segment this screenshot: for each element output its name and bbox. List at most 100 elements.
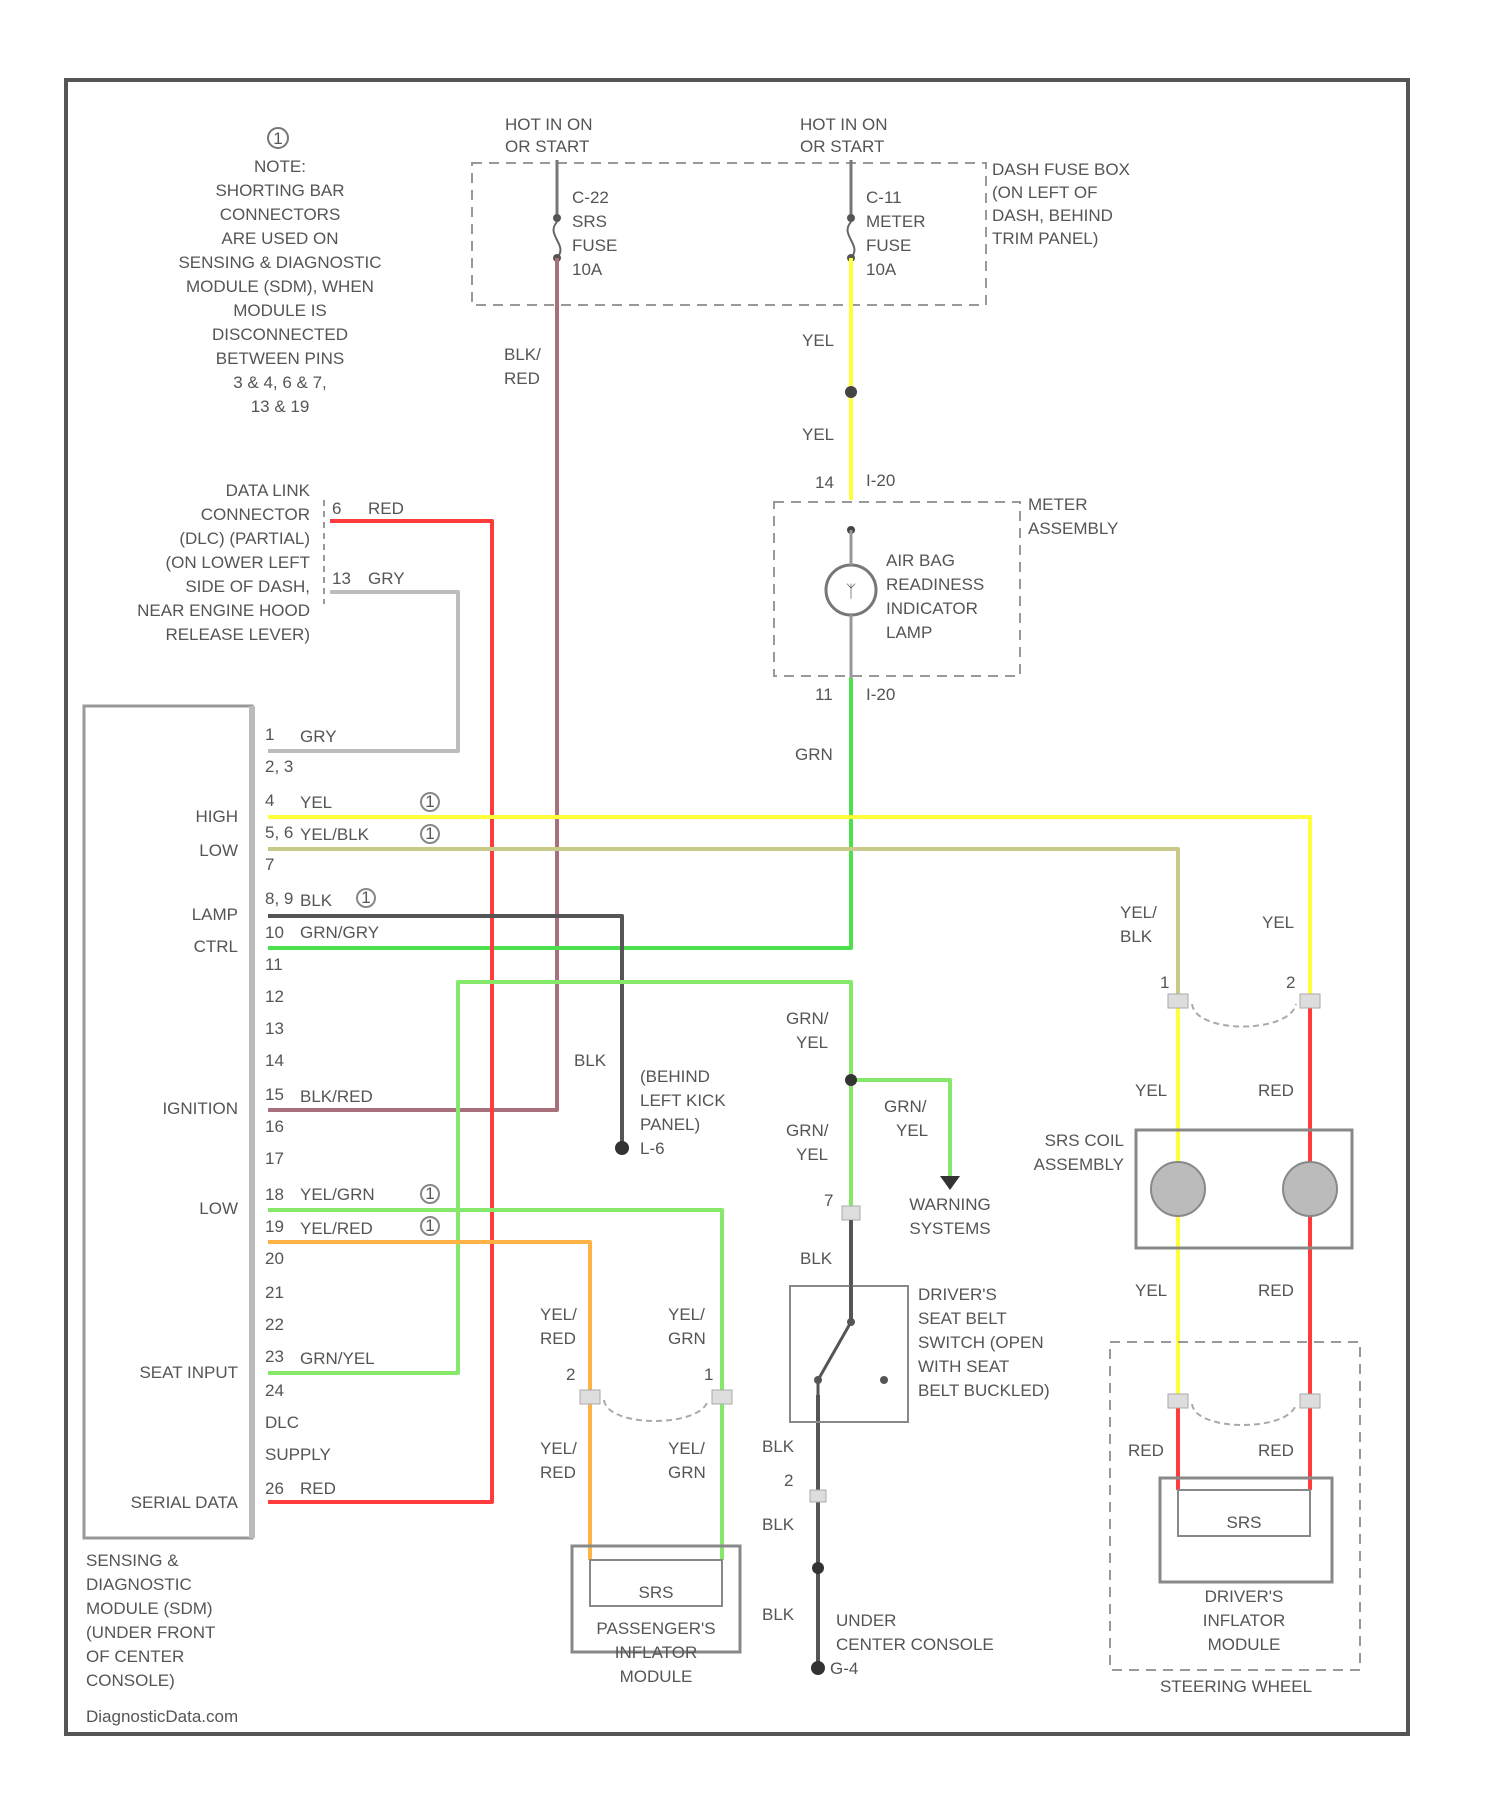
- wire-label: YEL: [1135, 1081, 1167, 1100]
- wire-label: GRN: [795, 745, 833, 764]
- fuse-label: FUSE: [572, 236, 617, 255]
- sdm-function-label: SEAT INPUT: [139, 1363, 238, 1382]
- splice-dot: [812, 1562, 824, 1574]
- coil-label: SRS COIL: [1045, 1131, 1124, 1150]
- coil-plug-icon: [1192, 1004, 1296, 1027]
- note-line: SHORTING BAR: [215, 181, 344, 200]
- hot-label: HOT IN ON: [800, 115, 888, 134]
- drv-connector: [1168, 1394, 1188, 1408]
- ground-center-console: UNDER CENTER CONSOLE G-4: [811, 1610, 994, 1678]
- ground-label: UNDER: [836, 1611, 896, 1630]
- sdm-pin: 21: [265, 1283, 284, 1302]
- wire-label: RED: [1258, 1281, 1294, 1300]
- wire-blk-ground: [268, 916, 622, 1148]
- fuse-label: FUSE: [866, 236, 911, 255]
- sdm-pin: 5, 6: [265, 823, 293, 842]
- note-marker-text: 1: [425, 1216, 434, 1235]
- fuse-box-label: DASH FUSE BOX: [992, 160, 1130, 179]
- wire-label: RED: [368, 499, 404, 518]
- wire-label: YEL: [802, 425, 834, 444]
- sdm-pin: 18: [265, 1185, 284, 1204]
- dash-fuse-box: HOT IN ON OR START HOT IN ON OR START C-…: [472, 115, 1130, 305]
- sdm-pin: 12: [265, 987, 284, 1006]
- note-marker-text: 1: [425, 792, 434, 811]
- switch-contact: [880, 1376, 888, 1384]
- sdm-function-label: HIGH: [196, 807, 239, 826]
- wire-label: BLK: [762, 1515, 795, 1534]
- drv-plug-icon: [1192, 1404, 1296, 1425]
- pin-wire-color: YEL/GRN: [300, 1185, 375, 1204]
- pin-label: 13: [332, 569, 351, 588]
- dlc-block: DATA LINK CONNECTOR (DLC) (PARTIAL) (ON …: [137, 481, 324, 644]
- dlc-label: DATA LINK: [226, 481, 311, 500]
- wire-label: RED: [540, 1463, 576, 1482]
- sdm-pin: 2, 3: [265, 757, 293, 776]
- connector-label: I-20: [866, 471, 895, 490]
- coil-icon: [1151, 1162, 1205, 1216]
- sdm-function-label: IGNITION: [162, 1099, 238, 1118]
- splice-dot: [845, 386, 857, 398]
- pin-label: 2: [784, 1471, 793, 1490]
- sdm-note-markers: 1 1 1 1 1: [357, 792, 439, 1235]
- note-line: 3 & 4, 6 & 7,: [233, 373, 327, 392]
- arrow-down-icon: [940, 1176, 960, 1190]
- wire-label: RED: [1258, 1081, 1294, 1100]
- sdm-pin: 24: [265, 1381, 284, 1400]
- wire-yel-blk-low: [268, 849, 1178, 1000]
- fuse-left-icon: [554, 222, 561, 258]
- wire-label: GRN: [668, 1463, 706, 1482]
- connector-label: I-20: [866, 685, 895, 704]
- pass-connector: [580, 1390, 600, 1404]
- switch-label: DRIVER'S: [918, 1285, 997, 1304]
- sdm-pin: 1: [265, 725, 274, 744]
- hot-label: OR START: [505, 137, 589, 156]
- switch-label: SWITCH (OPEN: [918, 1333, 1044, 1352]
- fuse-label: 10A: [572, 260, 603, 279]
- pass-inflator-label: PASSENGER'S: [596, 1619, 715, 1638]
- wire-label: GRN: [668, 1329, 706, 1348]
- passenger-inflator: SRS PASSENGER'S INFLATOR MODULE: [572, 1390, 740, 1686]
- note-line: MODULE IS: [233, 301, 327, 320]
- wire-label: BLK: [1120, 927, 1153, 946]
- drv-inflator-label: MODULE: [1208, 1635, 1281, 1654]
- note-line: NOTE:: [254, 157, 306, 176]
- pin-label: 7: [824, 1191, 833, 1210]
- dlc-label: SIDE OF DASH,: [185, 577, 310, 596]
- connector-pin: [810, 1490, 826, 1502]
- warning-label: SYSTEMS: [909, 1219, 990, 1238]
- sdm-pin: 26: [265, 1479, 284, 1498]
- steering-wheel-group: SRS DRIVER'S INFLATOR MODULE STEERING WH…: [1110, 1342, 1360, 1696]
- sdm-pin: 17: [265, 1149, 284, 1168]
- watermark: DiagnosticData.com: [86, 1707, 238, 1726]
- splice-dot: [845, 1074, 857, 1086]
- ground-label: PANEL): [640, 1115, 700, 1134]
- wire-label: BLK: [800, 1249, 833, 1268]
- note-line: CONNECTORS: [220, 205, 341, 224]
- wire-label: YEL/: [540, 1305, 577, 1324]
- meter-label: METER: [1028, 495, 1088, 514]
- wire-label: GRN/: [786, 1009, 829, 1028]
- wire-label: BLK: [762, 1437, 795, 1456]
- sdm-pin: 14: [265, 1051, 284, 1070]
- sdm-pin: 10: [265, 923, 284, 942]
- pin-wire-color: RED: [300, 1479, 336, 1498]
- sdm-caption-line: MODULE (SDM): [86, 1599, 213, 1618]
- warning-label: WARNING: [909, 1195, 991, 1214]
- fuse-box-label: DASH, BEHIND: [992, 206, 1113, 225]
- fuse-box-label: TRIM PANEL): [992, 229, 1098, 248]
- switch-label: SEAT BELT: [918, 1309, 1007, 1328]
- sdm-caption-line: DIAGNOSTIC: [86, 1575, 192, 1594]
- ground-icon: [615, 1141, 629, 1155]
- wire-label: RED: [1128, 1441, 1164, 1460]
- ground-label: (BEHIND: [640, 1067, 710, 1086]
- sdm-pin: SUPPLY: [265, 1445, 331, 1464]
- drv-inflator-label: DRIVER'S: [1205, 1587, 1284, 1606]
- wire-labels: BLK/ RED YEL YEL 14 I-20 11 I-20 GRN 6 R…: [332, 331, 1295, 1624]
- sdm-module: 1 2, 3 4 5, 6 7 8, 9 10 11 12 13 14 15 1…: [84, 706, 439, 1690]
- lamp-icon-glyph: ᛉ: [846, 582, 856, 601]
- sdm-function-label: CTRL: [194, 937, 238, 956]
- sdm-caption-line: OF CENTER: [86, 1647, 184, 1666]
- wire-label: YEL/: [1120, 903, 1157, 922]
